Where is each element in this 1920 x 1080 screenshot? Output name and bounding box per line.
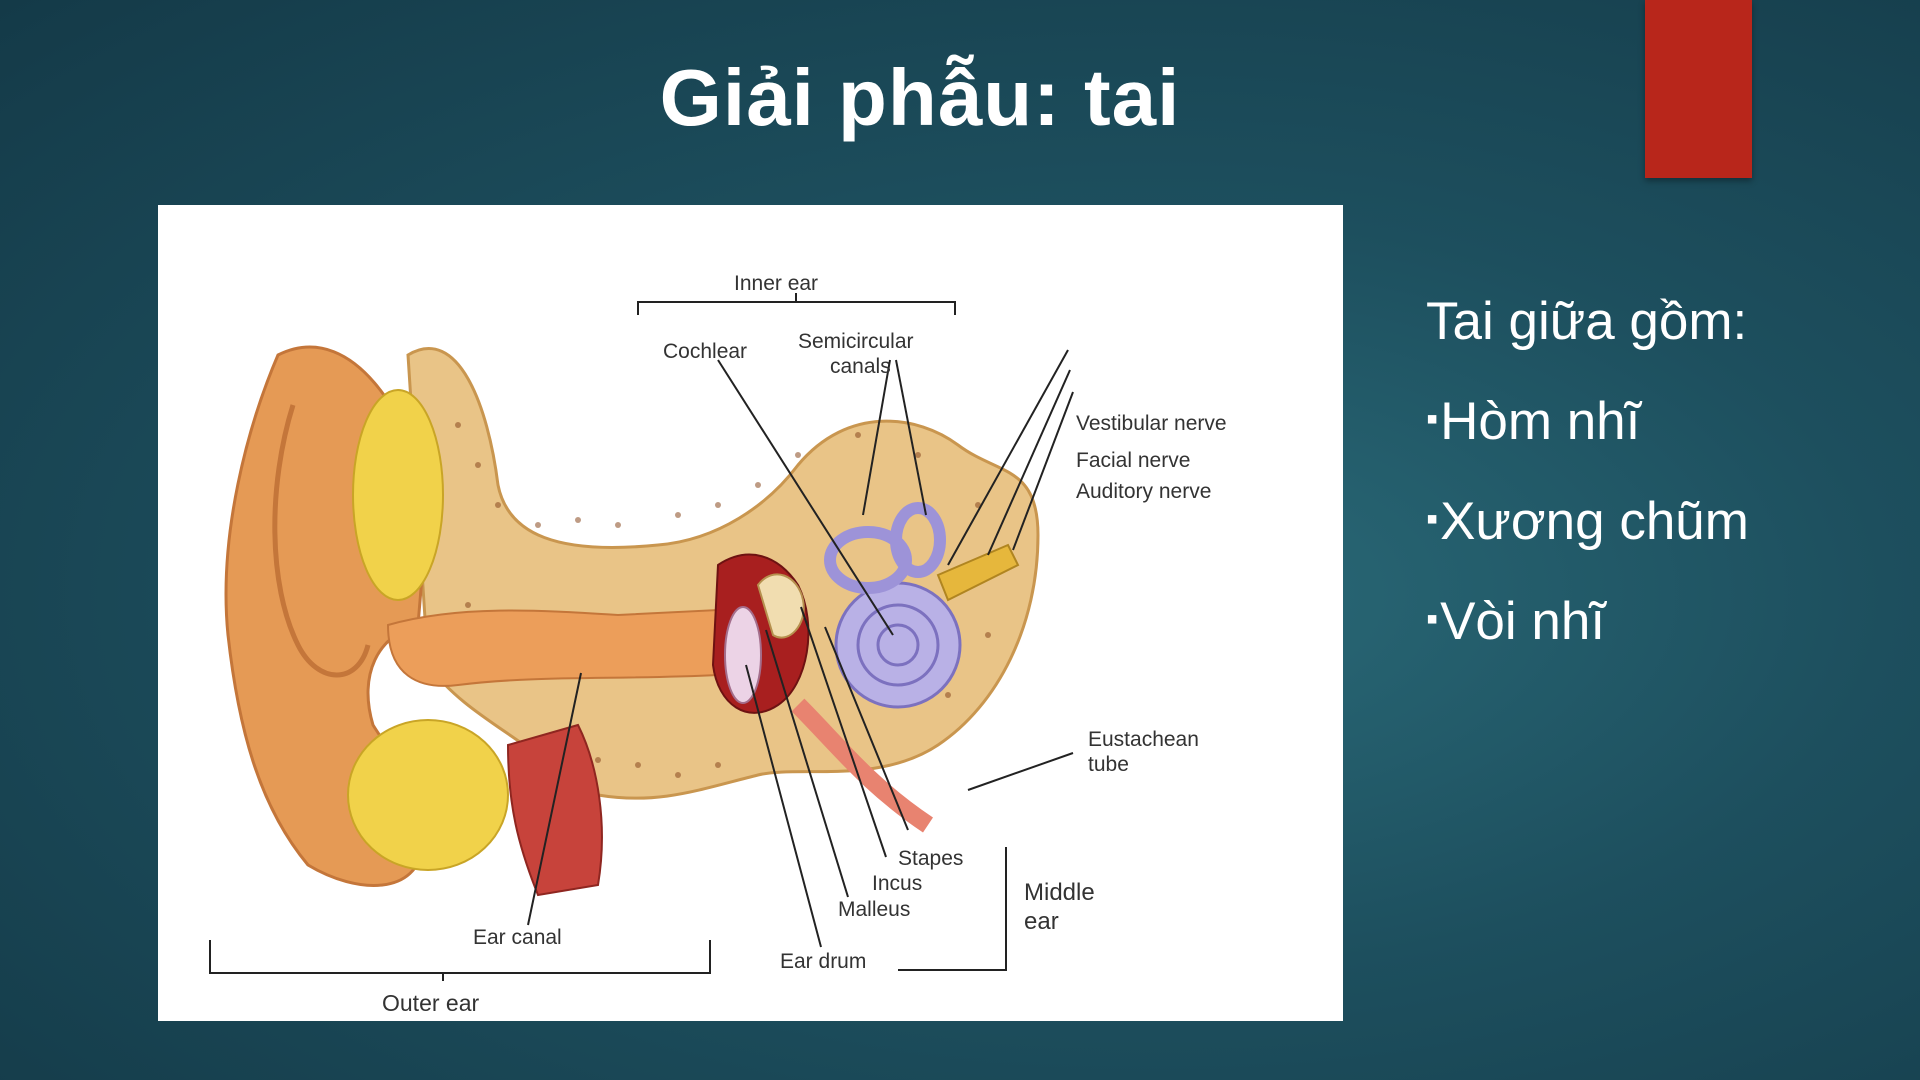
label-malleus: Malleus <box>838 898 910 921</box>
ear-anatomy-diagram: Inner ear Cochlear Semicircular canals V… <box>209 272 1227 1016</box>
list-item: ▪Hòm nhĩ <box>1426 392 1641 451</box>
ear-anatomy-figure: Inner ear Cochlear Semicircular canals V… <box>158 205 1343 1021</box>
label-stapes: Stapes <box>898 847 963 870</box>
label-vestibular-nerve: Vestibular nerve <box>1076 412 1227 435</box>
ear-canal-passage <box>386 608 719 687</box>
label-inner-ear: Inner ear <box>734 272 818 295</box>
label-eustachean-tube: Eustachean <box>1088 728 1199 751</box>
list-heading: Tai giữa gồm: <box>1426 292 1748 351</box>
slide-title: Giải phẫu: tai <box>659 53 1181 142</box>
label-middle-ear-2: ear <box>1024 908 1059 935</box>
auricle-fold <box>272 404 371 678</box>
label-cochlear: Cochlear <box>663 340 747 363</box>
list-item: ▪Xương chũm <box>1426 492 1749 551</box>
list-item: ▪Vòi nhĩ <box>1426 592 1606 651</box>
fat-tissue-lower <box>347 719 509 871</box>
label-auditory-nerve: Auditory nerve <box>1076 480 1211 503</box>
muscle-tissue <box>506 723 603 897</box>
nerve-bundle <box>936 543 1020 602</box>
label-incus: Incus <box>872 872 922 895</box>
label-facial-nerve: Facial nerve <box>1076 449 1190 472</box>
label-eustachean-tube-2: tube <box>1088 753 1129 776</box>
leader-lines <box>209 293 1074 981</box>
ear-drum-shape <box>724 606 762 704</box>
label-outer-ear: Outer ear <box>382 990 479 1016</box>
label-middle-ear: Middle <box>1024 879 1095 906</box>
label-semicircular-canals-2: canals <box>830 355 891 378</box>
fat-tissue-upper <box>352 389 444 601</box>
bullet-square-icon: ▪ <box>1426 500 1439 538</box>
content-list: Tai giữa gồm: ▪Hòm nhĩ ▪Xương chũm ▪Vòi … <box>1426 284 1749 684</box>
cochlea-shape <box>834 581 962 709</box>
bullet-square-icon: ▪ <box>1426 600 1439 638</box>
label-ear-drum: Ear drum <box>780 950 866 973</box>
bullet-square-icon: ▪ <box>1426 400 1439 438</box>
accent-bar <box>1645 0 1752 178</box>
ossicles <box>756 573 805 639</box>
label-semicircular-canals: Semicircular <box>798 330 914 353</box>
bone-texture <box>455 422 1011 778</box>
label-ear-canal: Ear canal <box>473 926 562 949</box>
